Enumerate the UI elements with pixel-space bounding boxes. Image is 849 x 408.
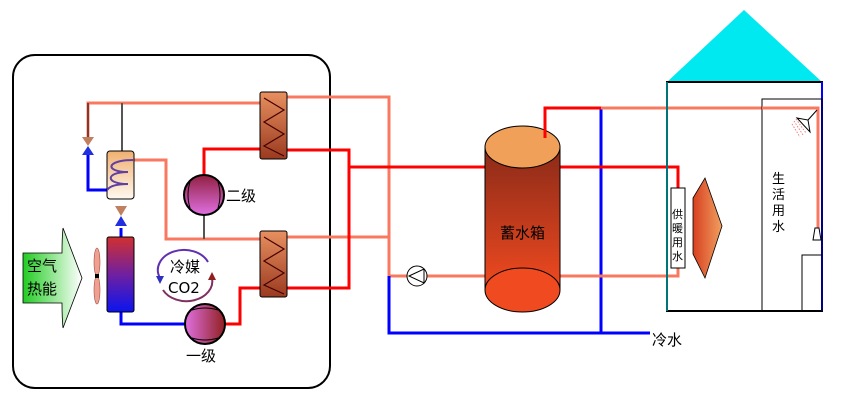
shower-head-icon xyxy=(791,109,818,138)
fan-icon xyxy=(93,247,101,305)
radiator xyxy=(692,177,723,280)
unit-piping xyxy=(86,101,260,326)
air-energy-arrow xyxy=(22,227,83,329)
compressor-first-stage xyxy=(184,303,226,345)
storage-tank xyxy=(484,125,561,313)
label-domestic-water: 生 xyxy=(772,172,785,187)
expansion-valve-center xyxy=(115,206,127,226)
label-first-stage: 一级 xyxy=(186,347,216,365)
refrigerant-cycle-icon xyxy=(156,248,216,303)
label-air-energy-2: 热能 xyxy=(27,280,57,298)
label-air-energy-1: 空气 xyxy=(27,257,57,275)
label-heating-water: 用 xyxy=(672,236,683,249)
label-heating-water: 水 xyxy=(672,250,683,263)
compressor-second-stage xyxy=(183,174,225,216)
label-heating-water: 暖 xyxy=(672,222,683,235)
label-heating-water: 供 xyxy=(672,207,683,221)
heating-water-box xyxy=(670,187,686,269)
expansion-valve-left xyxy=(82,137,94,155)
house-roof xyxy=(667,10,822,82)
label-domestic-water: 水 xyxy=(772,220,785,235)
bathtub xyxy=(801,254,823,312)
intermediate-heat-exchanger xyxy=(106,150,135,200)
faucet-icon xyxy=(812,227,822,241)
circulation-pump-icon xyxy=(406,265,428,287)
label-domestic-water: 用 xyxy=(772,204,785,219)
label-refrigerant: 冷媒 xyxy=(170,258,200,276)
house xyxy=(666,81,823,312)
evaporator xyxy=(106,236,135,313)
heat-pump-unit xyxy=(12,54,331,389)
label-cold-water: 冷水 xyxy=(652,331,682,349)
label-domestic-water: 活 xyxy=(772,188,785,203)
label-second-stage: 二级 xyxy=(226,187,256,205)
bathroom xyxy=(761,98,823,312)
heat-exchanger-lower xyxy=(259,230,288,298)
heat-exchanger-upper xyxy=(259,91,288,160)
label-co2: CO2 xyxy=(168,279,200,297)
label-storage-tank: 蓄水箱 xyxy=(500,224,545,242)
